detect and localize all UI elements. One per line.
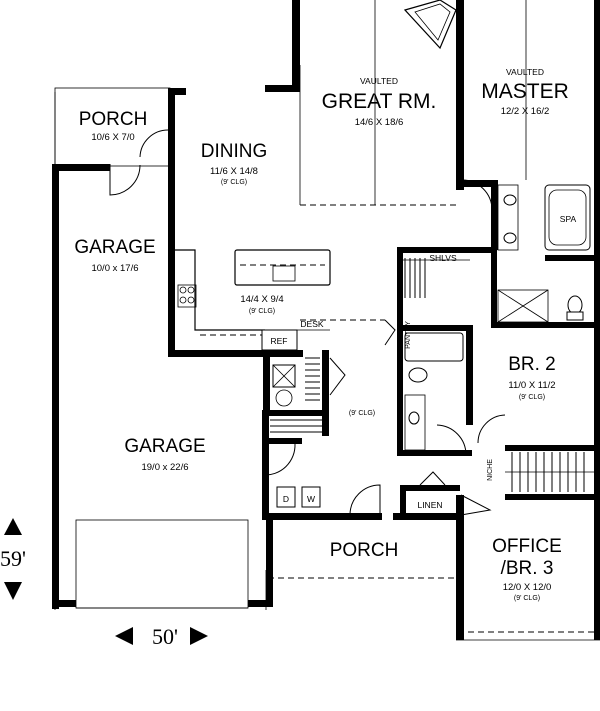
ref-label: REF [271, 336, 288, 346]
linen-label: LINEN [417, 500, 442, 510]
master-name: MASTER [481, 80, 569, 103]
desk-label: DESK [300, 319, 323, 329]
garage-large-name: GARAGE [124, 436, 205, 457]
kitchen-dims: 14/4 X 9/4 [240, 294, 283, 305]
shelves-label: SHLVS [429, 253, 457, 263]
spa-label: SPA [560, 214, 577, 224]
dryer-label: D [283, 494, 289, 504]
office-name-line1: OFFICE [492, 536, 562, 557]
br2-name: BR. 2 [508, 354, 556, 375]
arrow-down-icon [4, 582, 22, 600]
porch-top-dims: 10/6 X 7/0 [91, 132, 134, 143]
great-room-vaulted: VAULTED [360, 76, 398, 86]
room-labels: PORCH 10/6 X 7/0 DINING 11/6 X 14/8 (9' … [74, 67, 568, 602]
dining-ceiling: (9' CLG) [221, 179, 247, 186]
garage-small-name: GARAGE [74, 237, 155, 258]
doors [109, 129, 506, 516]
great-room-dims: 14/6 X 18/6 [355, 117, 404, 128]
great-room-name: GREAT RM. [322, 90, 437, 113]
pantry-label: PANTRY [405, 321, 412, 349]
office-ceiling: (9' CLG) [514, 595, 540, 602]
office-dims: 12/0 X 12/0 [503, 582, 552, 593]
plan-details [54, 0, 600, 641]
arrow-right-icon [190, 627, 208, 645]
washer-label: W [307, 494, 315, 504]
porch-top-name: PORCH [79, 109, 148, 130]
master-dims: 12/2 X 16/2 [501, 106, 550, 117]
walls [52, 0, 600, 640]
width-dimension: 50' [152, 624, 178, 649]
dining-name: DINING [201, 141, 268, 162]
arrow-up-icon [4, 518, 22, 535]
dimension-markers: 59' 50' [0, 518, 208, 649]
garage-large-dims: 19/0 x 22/6 [141, 462, 188, 473]
porch-front-name: PORCH [330, 540, 399, 561]
garage-small-dims: 10/0 x 17/6 [91, 263, 138, 274]
niche-label: NICHE [487, 459, 494, 481]
hall-ceiling: (9' CLG) [349, 410, 375, 417]
br2-dims: 11/0 X 11/2 [508, 380, 555, 391]
dining-dims: 11/6 X 14/8 [210, 166, 258, 177]
master-vaulted: VAULTED [506, 67, 544, 77]
arrow-left-icon [115, 627, 133, 645]
br2-ceiling: (9' CLG) [519, 394, 545, 401]
kitchen-ceiling: (9' CLG) [249, 308, 275, 315]
depth-dimension: 59' [0, 546, 26, 571]
office-name-line2: /BR. 3 [501, 558, 554, 579]
fixture-labels: SHLVS SPA PANTRY DESK REF NICHE LINEN D … [271, 214, 577, 510]
